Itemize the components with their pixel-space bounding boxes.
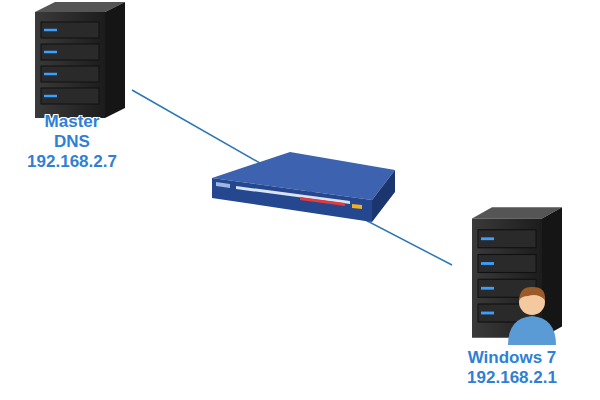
- host-name: Windows 7: [456, 348, 568, 368]
- network-link: [132, 90, 452, 265]
- host-name: Master DNS: [37, 112, 107, 152]
- server-node: Master DNS192.168.2.7: [12, 2, 132, 172]
- router-icon: [212, 152, 395, 222]
- user-icon: [508, 287, 556, 345]
- server-icon: [472, 207, 562, 338]
- ip-address: 192.168.2.7: [16, 152, 128, 172]
- server-node: Windows 7192.168.2.1: [452, 200, 572, 388]
- server-icon: [35, 2, 125, 118]
- ip-address: 192.168.2.1: [456, 368, 568, 388]
